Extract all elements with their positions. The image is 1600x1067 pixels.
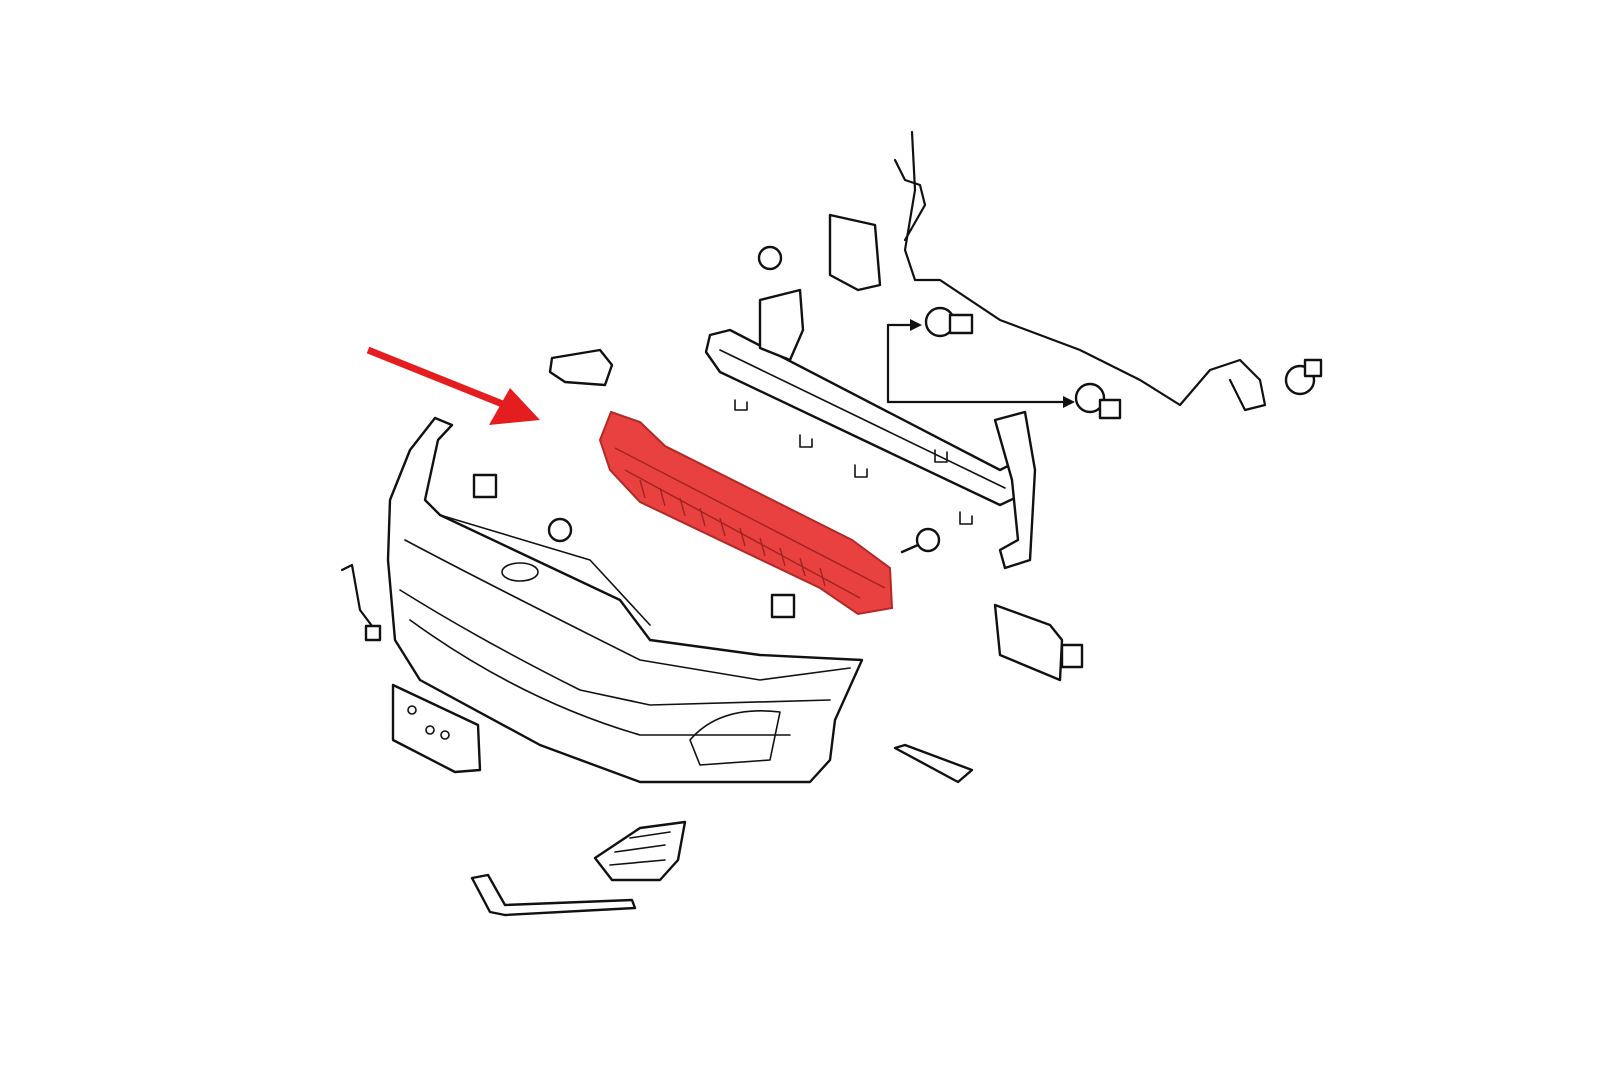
fastener-icons	[472, 213, 941, 619]
bumper-beam-icon	[704, 288, 1037, 570]
connector-wire-icon	[340, 563, 377, 632]
parking-sensor-icon	[1074, 382, 1122, 420]
parking-sensor-icon	[924, 306, 974, 338]
bolt-icon	[900, 527, 941, 554]
connector-icon	[364, 624, 382, 642]
wiring-harness-icon	[886, 130, 1323, 420]
license-plate-bracket-icon	[391, 683, 482, 774]
fog-lamp-bezel-icon	[593, 820, 687, 882]
trim-strip-icon	[470, 873, 637, 917]
lower-strip-icon	[893, 743, 974, 784]
nut-icon	[757, 245, 783, 271]
pointer-arrow-icon	[366, 346, 540, 425]
bumper-absorber-icon[interactable]	[598, 410, 894, 616]
bumper-cover-icon	[386, 416, 864, 784]
bracket-icon	[828, 213, 882, 292]
clip-nut-icon	[472, 473, 498, 499]
radar-module-icon	[993, 603, 1084, 682]
parking-sensor-icon	[1284, 358, 1323, 396]
clip-nut-icon	[770, 593, 796, 619]
nut-icon	[547, 517, 573, 543]
